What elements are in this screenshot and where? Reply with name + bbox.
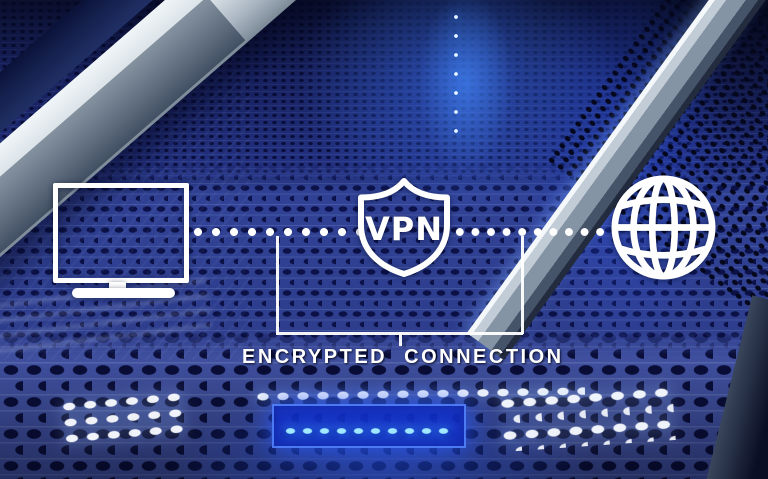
vpn-shield-icon: VPN	[358, 178, 450, 277]
globe-wireframe	[611, 175, 716, 280]
shield-outline	[358, 178, 450, 277]
bracket-left-line	[276, 236, 279, 334]
monitor-stand-neck	[109, 282, 126, 290]
dotted-connection-line-left	[189, 227, 365, 237]
vpn-label: VPN	[365, 210, 443, 248]
blue-led-panel	[272, 404, 466, 448]
computer-monitor-icon	[53, 183, 189, 283]
encrypted-connection-label: ENCRYPTED CONNECTION	[242, 346, 564, 368]
monitor-stand-base	[72, 288, 175, 298]
dotted-connection-line-right	[452, 227, 607, 237]
globe-icon	[611, 175, 716, 280]
bracket-pointer-line	[399, 332, 402, 346]
bracket-right-line	[521, 236, 524, 334]
led-light-strip	[447, 8, 465, 141]
